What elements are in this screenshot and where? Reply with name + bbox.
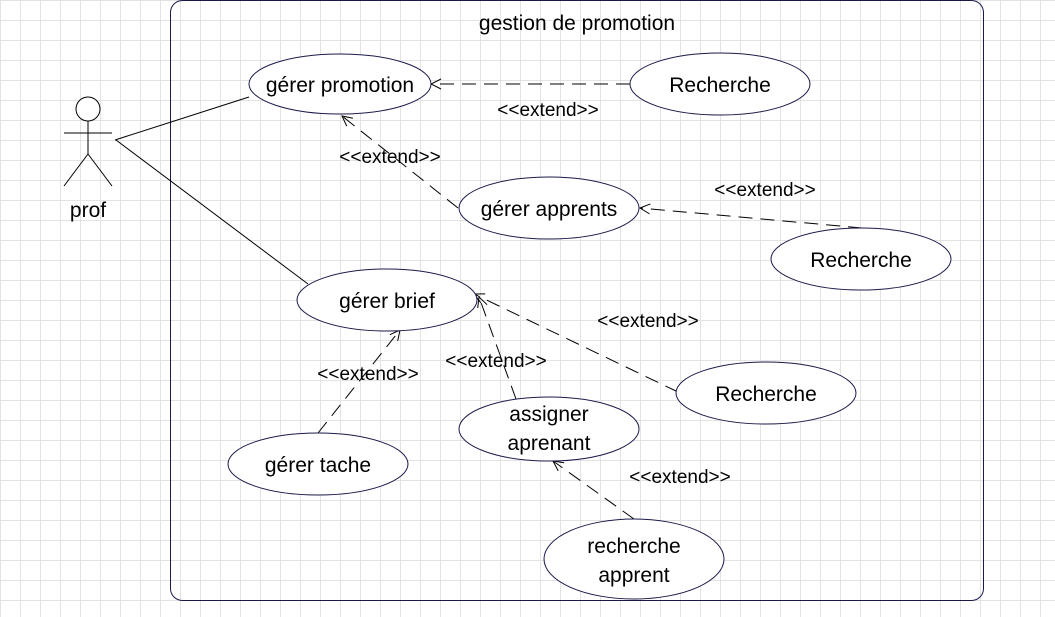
actor-left-leg [63, 153, 89, 187]
use-case-label: gérer apprents [481, 198, 618, 221]
stereotype-label: <<extend>> [629, 467, 730, 488]
use-case-label: Recherche [669, 74, 771, 97]
stereotype-label: <<extend>> [317, 364, 418, 385]
actor-head [75, 96, 101, 122]
use-case-label-line-1: assigner [509, 403, 588, 426]
use-case-recherche-2[interactable]: Recherche [770, 227, 952, 291]
actor-label: prof [70, 199, 106, 222]
use-case-gerer-brief[interactable]: gérer brief [296, 268, 478, 332]
association-prof-gerer-brief[interactable] [115, 139, 309, 285]
actor-prof[interactable]: prof [63, 96, 113, 222]
extend-gerer-apprents-to-gerer-promotion[interactable] [342, 116, 459, 209]
use-case-label: gérer brief [339, 290, 435, 313]
use-case-label: Recherche [715, 383, 817, 406]
use-case-gerer-apprents[interactable]: gérer apprents [458, 176, 640, 240]
system-boundary[interactable] [170, 0, 984, 601]
actor-right-leg [87, 153, 113, 187]
use-case-label-line-2: apprent [598, 564, 669, 587]
use-case-label: Recherche [810, 249, 912, 272]
stereotype-label: <<extend>> [714, 180, 815, 201]
system-title: gestion de promotion [479, 12, 675, 35]
stereotype-label: <<extend>> [339, 147, 440, 168]
use-case-recherche-apprent[interactable]: recherche apprent [543, 518, 725, 600]
use-case-gerer-tache[interactable]: gérer tache [227, 432, 409, 496]
use-case-label: gérer tache [265, 454, 371, 477]
use-case-recherche-1[interactable]: Recherche [629, 52, 811, 116]
use-case-assigner-aprenant[interactable]: assigner aprenant [458, 396, 640, 462]
extend-assigner-to-gerer-brief[interactable] [479, 297, 517, 400]
extend-recherche2-to-gerer-apprents[interactable] [640, 208, 863, 229]
use-case-label-line-2: aprenant [508, 432, 591, 455]
stereotype-label: <<extend>> [597, 311, 698, 332]
extend-recherche3-to-gerer-brief[interactable] [474, 294, 679, 393]
stereotype-label: <<extend>> [497, 100, 598, 121]
association-prof-gerer-promotion[interactable] [114, 96, 250, 141]
use-case-label-line-1: recherche [587, 535, 680, 558]
extend-recherche-apprent-to-assigner[interactable] [553, 461, 635, 520]
stereotype-label: <<extend>> [445, 351, 546, 372]
use-case-recherche-3[interactable]: Recherche [675, 361, 857, 425]
use-case-gerer-promotion[interactable]: gérer promotion [248, 53, 432, 115]
use-case-label: gérer promotion [266, 74, 414, 97]
